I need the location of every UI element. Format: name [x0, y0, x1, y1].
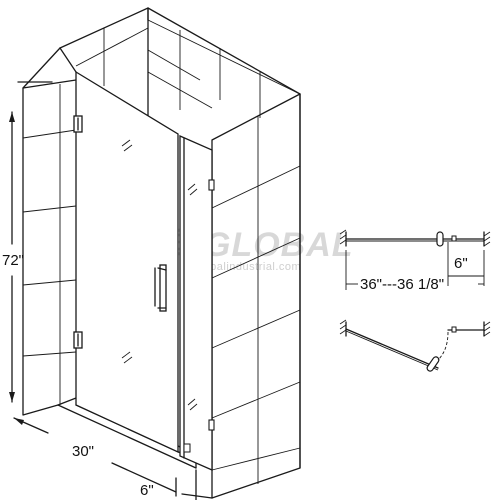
door-panel [73, 70, 179, 454]
bottom-hinge [73, 331, 83, 349]
height-dimension: 72" [2, 81, 53, 403]
watermark-site: globalindustrial.com [194, 261, 301, 273]
panel-reflection-marks [187, 183, 198, 411]
fixed-panel [179, 135, 215, 471]
top-view-panel-label: 6" [454, 255, 468, 272]
glass-reflection-marks [121, 139, 133, 364]
return-dimension: 6" [140, 469, 213, 500]
right-wall-tiles [211, 116, 301, 484]
watermark-brand: GLOBAL [204, 226, 354, 264]
panel-clamp-bottom [208, 419, 215, 431]
panel-clamp-top [208, 179, 215, 191]
door-handle [154, 264, 167, 312]
return-label: 6" [140, 482, 154, 499]
left-wall-tiles [22, 84, 77, 405]
watermark: GLOBAL globalindustrial.com [163, 226, 354, 273]
top-view-open [339, 319, 491, 372]
back-wall-tiles [75, 19, 301, 118]
opening-range-label: 36"---36 1/8" [360, 276, 444, 293]
top-hinge [73, 115, 83, 133]
width-label: 30" [72, 443, 94, 460]
panel-foot [183, 443, 191, 453]
height-label: 72" [2, 252, 24, 269]
top-view-closed: 6" 36"---36 1/8" [339, 229, 491, 293]
width-dimension: 30" [13, 417, 177, 497]
